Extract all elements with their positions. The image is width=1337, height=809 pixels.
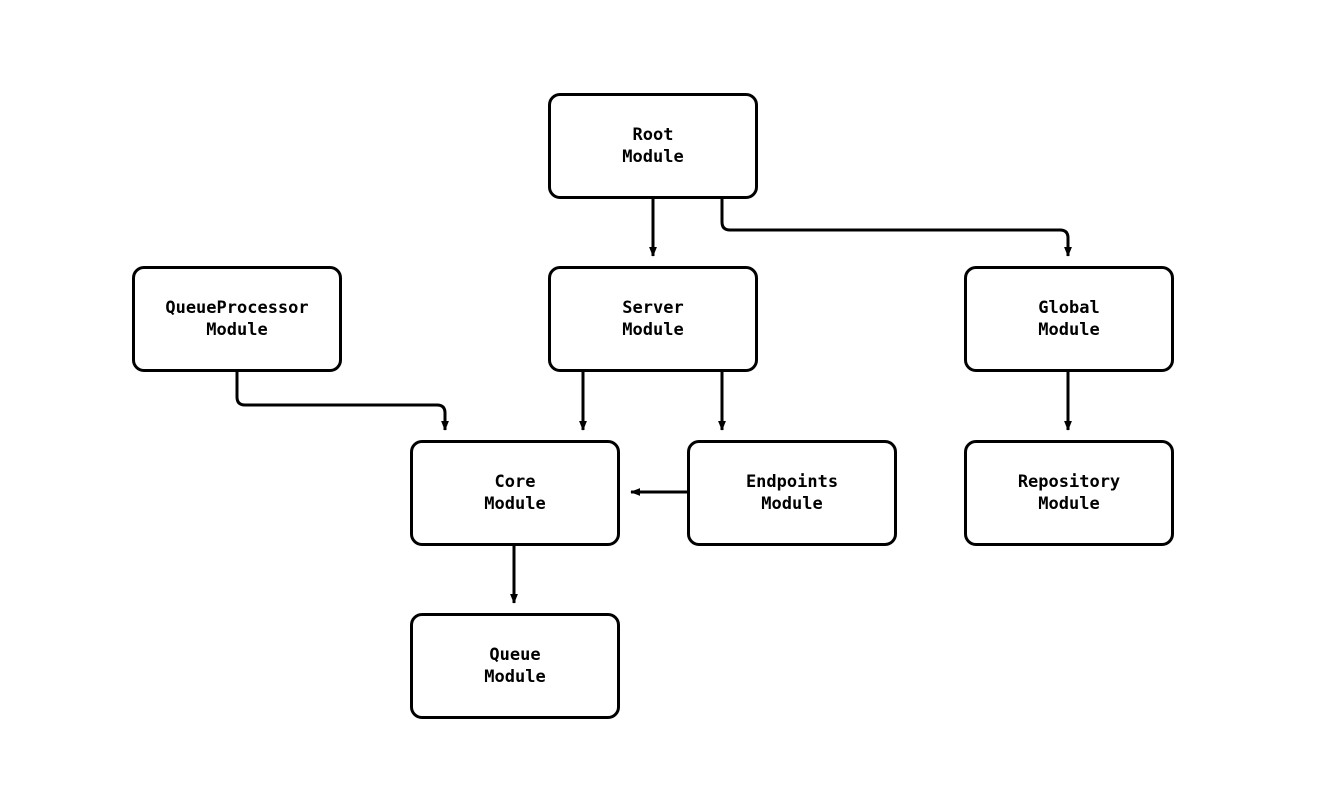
node-server-module[interactable]: Server Module (548, 266, 758, 372)
node-label: Queue Module (484, 645, 546, 687)
node-label: Core Module (484, 472, 546, 514)
node-endpoints-module[interactable]: Endpoints Module (687, 440, 897, 546)
node-label: QueueProcessor Module (165, 298, 309, 340)
node-label: Endpoints Module (745, 472, 839, 514)
node-core-module[interactable]: Core Module (410, 440, 620, 546)
node-label: Root Module (622, 125, 684, 167)
node-repository-module[interactable]: Repository Module (964, 440, 1174, 546)
edge-root-global (720, 199, 1072, 257)
node-queueprocessor-module[interactable]: QueueProcessor Module (132, 266, 342, 372)
node-label: Repository Module (1017, 472, 1121, 514)
node-root-module[interactable]: Root Module (548, 93, 758, 199)
node-label: Global Module (1038, 298, 1100, 340)
node-queue-module[interactable]: Queue Module (410, 613, 620, 719)
edge-queueprocessor-core (235, 372, 449, 431)
node-label: Server Module (622, 298, 684, 340)
node-global-module[interactable]: Global Module (964, 266, 1174, 372)
